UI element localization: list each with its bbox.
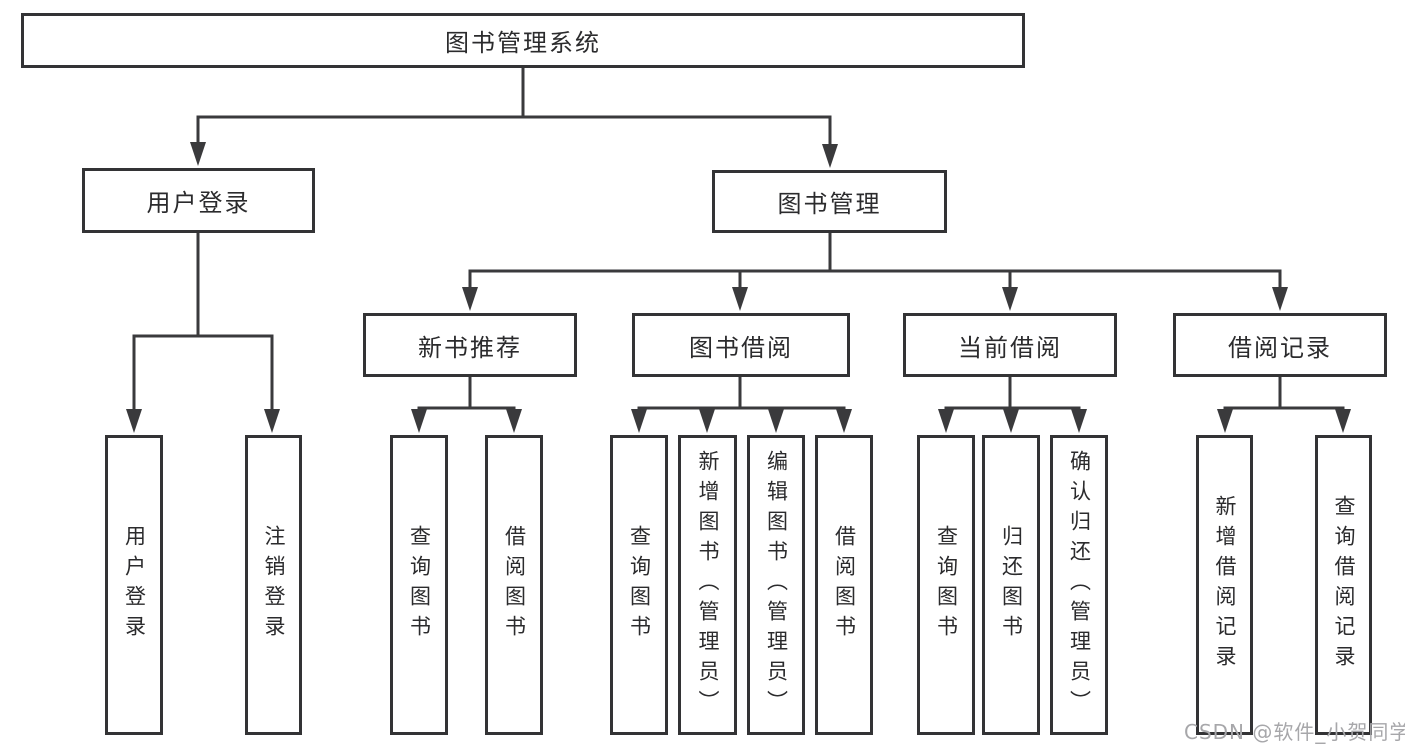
- leaf-label: 查询图书: [627, 525, 652, 645]
- leaf-user-login: 用户登录: [105, 435, 163, 735]
- leaf-label: 用户登录: [122, 525, 147, 645]
- leaf-label: 确认归还（管理员）: [1067, 450, 1092, 720]
- leaf-query-books-current: 查询图书: [917, 435, 975, 735]
- leaf-add-books-admin: 新增图书（管理员）: [678, 435, 737, 735]
- node-label: 新书推荐: [418, 333, 522, 362]
- leaf-label: 新增图书（管理员）: [696, 450, 720, 720]
- leaf-return-books: 归还图书: [982, 435, 1040, 735]
- leaf-add-borrow-record: 新增借阅记录: [1196, 435, 1253, 735]
- leaf-borrow-books: 借阅图书: [815, 435, 873, 735]
- node-label: 图书管理系统: [445, 29, 601, 57]
- node-book-management: 图书管理: [712, 170, 947, 233]
- leaf-label: 查询图书: [934, 525, 959, 645]
- node-label: 借阅记录: [1228, 333, 1332, 362]
- leaf-logout: 注销登录: [245, 435, 302, 735]
- leaf-label: 归还图书: [999, 525, 1024, 645]
- node-book-borrowing: 图书借阅: [632, 313, 850, 377]
- node-label: 图书借阅: [689, 333, 793, 362]
- node-library-management-system: 图书管理系统: [21, 13, 1025, 68]
- arrowheads: [126, 142, 1351, 433]
- leaf-label: 查询图书: [407, 525, 432, 645]
- leaf-label: 注销登录: [262, 525, 286, 645]
- node-label: 当前借阅: [958, 333, 1062, 362]
- leaf-label: 借阅图书: [832, 525, 857, 645]
- node-new-book-recommendation: 新书推荐: [363, 313, 577, 377]
- leaf-query-books-recommend: 查询图书: [390, 435, 448, 735]
- leaf-query-books-borrowing: 查询图书: [610, 435, 668, 735]
- leaf-edit-books-admin: 编辑图书（管理员）: [747, 435, 805, 735]
- csdn-watermark: CSDN @软件_小贺同学: [1184, 720, 1405, 744]
- node-label: 用户登录: [146, 189, 251, 217]
- leaf-borrow-books-recommend: 借阅图书: [485, 435, 543, 735]
- node-borrowing-records: 借阅记录: [1173, 313, 1387, 377]
- leaf-query-borrow-record: 查询借阅记录: [1315, 435, 1372, 735]
- leaf-label: 新增借阅记录: [1213, 495, 1237, 675]
- leaf-label: 编辑图书（管理员）: [764, 450, 789, 720]
- leaf-confirm-return-admin: 确认归还（管理员）: [1050, 435, 1108, 735]
- node-user-login: 用户登录: [82, 168, 315, 233]
- leaf-label: 借阅图书: [502, 525, 527, 645]
- node-label: 图书管理: [777, 190, 882, 218]
- leaf-label: 查询借阅记录: [1332, 495, 1356, 675]
- node-current-borrowing: 当前借阅: [903, 313, 1117, 377]
